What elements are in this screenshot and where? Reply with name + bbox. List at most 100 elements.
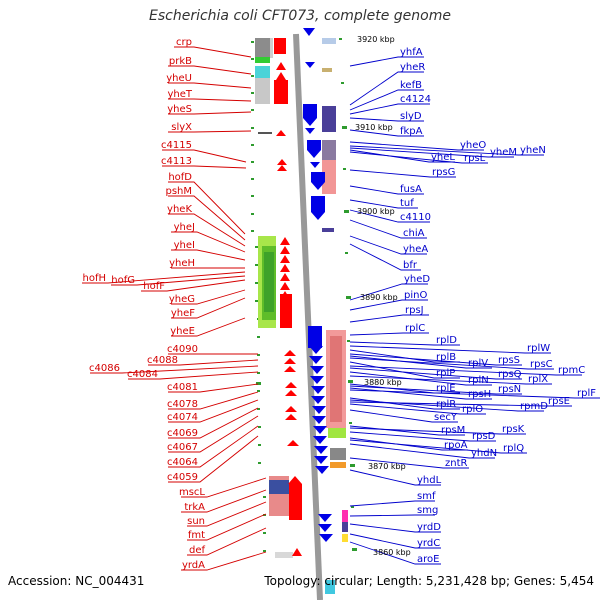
gene-label-fmt: fmt <box>188 530 205 541</box>
gene-label-yrdA: yrdA <box>182 560 205 571</box>
gene-label-yheT: yheT <box>167 89 192 100</box>
gene-label-zntR: zntR <box>445 458 468 469</box>
gene-label-c4078: c4078 <box>167 399 198 410</box>
right-leader-line <box>349 145 544 156</box>
gene-label-hofF: hofF <box>143 281 165 292</box>
left-leader-line <box>162 149 247 163</box>
left-leader-line <box>168 435 259 483</box>
right-leader-line <box>349 299 428 311</box>
gene-label-yheU: yheU <box>166 73 192 84</box>
gene-label-rpsJ: rpsJ <box>405 305 424 316</box>
gene-label-hofD: hofD <box>168 172 192 183</box>
right-leader-line <box>349 443 495 459</box>
right-leader-line <box>349 149 455 163</box>
gene-label-yheG: yheG <box>169 294 195 305</box>
right-leader-line <box>349 219 427 239</box>
gene-label-c4064: c4064 <box>167 457 198 468</box>
gene-label-rplP: rplP <box>436 368 455 379</box>
gene-label-yheD: yheD <box>404 274 430 285</box>
gene-label-crp: crp <box>176 37 192 48</box>
topology-info-text: Topology: circular; Length: 5,231,428 bp… <box>264 574 594 588</box>
gene-label-yhdL: yhdL <box>417 475 442 486</box>
gene-label-smf: smf <box>417 491 436 502</box>
right-leader-line <box>349 117 424 122</box>
right-leader-line <box>349 103 430 115</box>
right-leader-line <box>349 332 429 336</box>
left-leader-line <box>168 82 252 89</box>
gene-label-slyD: slyD <box>400 111 422 122</box>
left-leader-line <box>181 489 267 513</box>
gene-label-c4067: c4067 <box>167 442 198 453</box>
gene-label-rplV: rplV <box>468 358 488 369</box>
right-leader-line <box>349 533 441 549</box>
gene-label-pinO: pinO <box>404 290 427 301</box>
left-leader-line <box>187 513 267 541</box>
right-leader-line <box>349 209 430 223</box>
right-leader-line <box>349 523 441 533</box>
left-leader-line <box>168 407 259 439</box>
right-leader-line <box>349 243 421 271</box>
gene-label-c4059: c4059 <box>167 472 198 483</box>
gene-label-slyX: slyX <box>171 122 192 133</box>
left-leader-line <box>168 415 259 453</box>
gene-label-c4074: c4074 <box>167 412 198 423</box>
gene-label-yheM: yheM <box>490 147 517 158</box>
left-leader-line <box>168 195 246 241</box>
right-leader-line <box>349 401 572 407</box>
left-leader-line <box>168 98 252 102</box>
right-strand-features <box>322 38 348 542</box>
gene-label-rplE: rplE <box>436 383 456 394</box>
right-leader-line <box>349 457 469 469</box>
gene-label-rpsG: rpsG <box>432 167 455 178</box>
gene-label-kefB: kefB <box>400 80 422 91</box>
gene-label-yheI: yheI <box>174 240 195 251</box>
right-leader-line <box>349 500 435 507</box>
right-leader-line <box>349 514 435 517</box>
left-leader-line <box>111 275 246 286</box>
gene-label-rplO: rplO <box>462 404 483 415</box>
gene-label-rplW: rplW <box>527 343 550 354</box>
left-leader-line <box>171 297 246 319</box>
right-leader-line <box>349 345 551 354</box>
kbp-tick-label: 3860 kbp <box>373 548 411 557</box>
right-leader-line <box>349 283 428 301</box>
gene-label-yheO: yheO <box>460 140 486 151</box>
left-leader-line <box>181 551 267 571</box>
right-leader-line <box>349 71 424 106</box>
right-leader-line <box>349 469 441 486</box>
right-leader-line <box>349 365 582 376</box>
left-leader-line <box>82 271 246 284</box>
gene-label-aroE: aroE <box>417 554 439 565</box>
gene-label-rpsS: rpsS <box>498 355 520 366</box>
gene-label-hofH: hofH <box>83 273 107 284</box>
gene-label-yheH: yheH <box>169 258 195 269</box>
left-gene-labels: crpprkByheUyheTyheSslyXc4115c4113hofDpsh… <box>83 37 206 571</box>
right-leader-line <box>349 89 424 111</box>
left-leader-line <box>162 165 247 169</box>
right-strand-arrows <box>303 28 335 594</box>
gene-label-prkB: prkB <box>169 56 192 67</box>
gene-label-rpsN: rpsN <box>498 384 521 395</box>
left-leader-line <box>171 317 246 337</box>
right-leader-line <box>349 403 486 415</box>
right-leader-line <box>349 371 492 386</box>
gene-label-pshM: pshM <box>165 186 192 197</box>
right-leader-line <box>349 389 600 399</box>
gene-label-c4086: c4086 <box>89 363 120 374</box>
left-leader-line <box>168 130 252 133</box>
gene-label-rpmD: rpmD <box>520 401 548 412</box>
right-leader-line <box>349 375 552 385</box>
gene-label-rpsL: rpsL <box>464 153 486 164</box>
gene-label-rplC: rplC <box>405 323 425 334</box>
gene-label-yheR: yheR <box>400 62 425 73</box>
left-leader-line <box>168 425 259 468</box>
left-leader-line <box>168 65 252 75</box>
gene-label-c4084: c4084 <box>127 369 158 380</box>
gene-label-trkA: trkA <box>184 502 205 513</box>
right-leader-line <box>349 353 522 366</box>
left-leader-line <box>168 391 259 410</box>
genome-title: Escherichia coli CFT073, complete genome <box>149 8 451 24</box>
gene-label-sun: sun <box>187 516 205 527</box>
